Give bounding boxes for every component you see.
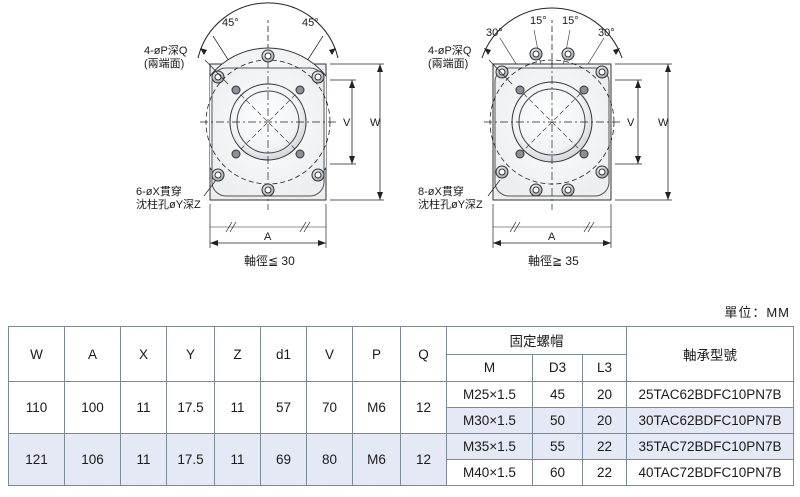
header-q: Q bbox=[400, 326, 447, 382]
spec-table: W A X Y Z d1 V P Q 固定螺帽 軸承型號 M D3 L3 110… bbox=[8, 326, 794, 486]
cell-z: 11 bbox=[214, 433, 261, 486]
cell-l3: 22 bbox=[582, 433, 627, 460]
cell-d3: 45 bbox=[532, 381, 583, 408]
dim-v-right: V bbox=[627, 117, 635, 129]
cell-w: 121 bbox=[8, 433, 65, 486]
cell-x: 11 bbox=[120, 433, 167, 486]
angle-right-3: 15° bbox=[562, 15, 579, 27]
dim-a-right: A bbox=[548, 231, 556, 243]
header-a: A bbox=[64, 326, 121, 382]
drawing-left bbox=[197, 2, 384, 248]
thru-label-left-2: 沈柱孔øY深Z bbox=[136, 197, 201, 211]
dim-w-right: W bbox=[658, 117, 669, 129]
header-w: W bbox=[8, 326, 65, 382]
cell-d1: 57 bbox=[260, 381, 307, 434]
header-y: Y bbox=[166, 326, 215, 382]
flange-drawings: 45° 45° 4-øP深Q (兩端面) 6-øX貫穿 沈柱孔øY深Z V W … bbox=[136, 2, 672, 268]
angle-right-2: 15° bbox=[530, 15, 547, 27]
header-d3: D3 bbox=[532, 353, 583, 382]
cell-bearing: 40TAC72BDFC10PN7B bbox=[626, 459, 794, 486]
cell-y: 17.5 bbox=[166, 381, 215, 434]
table-row: 121 106 11 17.5 11 69 80 M6 12 M35×1.5 5… bbox=[8, 433, 794, 486]
cell-v: 70 bbox=[306, 381, 353, 434]
header-lock-nut: 固定螺帽 bbox=[446, 326, 627, 355]
cell-bearing: 35TAC72BDFC10PN7B bbox=[626, 433, 794, 460]
unit-label: 單位：MM bbox=[724, 305, 790, 320]
angle-right-4: 30° bbox=[598, 27, 615, 39]
header-x: X bbox=[120, 326, 167, 382]
table-row: M30×1.5 50 20 30TAC62BDFC10PN7B bbox=[9, 407, 794, 434]
cell-v: 80 bbox=[306, 433, 353, 486]
cell-d3: 50 bbox=[532, 407, 583, 434]
cell-d3: 60 bbox=[532, 459, 583, 486]
cell-bearing: 30TAC62BDFC10PN7B bbox=[626, 407, 794, 434]
cell-d1: 69 bbox=[260, 433, 307, 486]
header-p: P bbox=[352, 326, 401, 382]
cell-m: M40×1.5 bbox=[446, 459, 533, 486]
header-z: Z bbox=[214, 326, 261, 382]
cell-x: 11 bbox=[120, 381, 167, 434]
cell-q: 12 bbox=[400, 381, 447, 434]
cell-z: 11 bbox=[214, 381, 261, 434]
caption-left: 軸徑≦ 30 bbox=[244, 254, 295, 268]
thru-label-right-2: 沈柱孔øY深Z bbox=[418, 197, 483, 211]
cell-l3: 22 bbox=[582, 459, 627, 486]
drawing-right bbox=[481, 7, 672, 248]
cell-q: 12 bbox=[400, 433, 447, 486]
cell-p: M6 bbox=[352, 381, 401, 434]
cell-m: M25×1.5 bbox=[446, 381, 533, 408]
dim-v-left: V bbox=[343, 117, 351, 129]
labels-right: 30° 15° 15° 30° 4-øP深Q (兩端面) 8-øX貫穿 沈柱孔ø… bbox=[418, 15, 669, 268]
table-row: M40×1.5 60 22 40TAC72BDFC10PN7B bbox=[9, 459, 794, 486]
angle-left-1: 45° bbox=[222, 17, 239, 29]
angle-right-1: 30° bbox=[486, 27, 503, 39]
angle-left-2: 45° bbox=[302, 17, 319, 29]
hole-label-right-2: (兩端面) bbox=[428, 57, 468, 70]
cell-m: M35×1.5 bbox=[446, 433, 533, 460]
thru-label-right-1: 8-øX貫穿 bbox=[418, 184, 464, 198]
cell-w: 110 bbox=[8, 381, 65, 434]
hole-label-left-2: (兩端面) bbox=[144, 57, 184, 70]
dim-a-left: A bbox=[264, 231, 272, 243]
caption-right: 軸徑≧ 35 bbox=[528, 254, 579, 268]
cell-d3: 55 bbox=[532, 433, 583, 460]
cell-m: M30×1.5 bbox=[446, 407, 533, 434]
labels-left: 45° 45° 4-øP深Q (兩端面) 6-øX貫穿 沈柱孔øY深Z V W … bbox=[136, 17, 381, 268]
cell-a: 106 bbox=[64, 433, 121, 486]
cell-l3: 20 bbox=[582, 381, 627, 408]
header-l3: L3 bbox=[582, 353, 627, 382]
thru-label-left-1: 6-øX貫穿 bbox=[136, 184, 182, 198]
header-m: M bbox=[446, 353, 533, 382]
header-d1: d1 bbox=[260, 326, 307, 382]
cell-p: M6 bbox=[352, 433, 401, 486]
hole-label-right-1: 4-øP深Q bbox=[428, 44, 472, 57]
dim-w-left: W bbox=[370, 117, 381, 129]
header-v: V bbox=[306, 326, 353, 382]
table-row: 110 100 11 17.5 11 57 70 M6 12 M25×1.5 4… bbox=[8, 381, 794, 434]
cell-a: 100 bbox=[64, 381, 121, 434]
hole-label-left-1: 4-øP深Q bbox=[144, 44, 188, 57]
header-bearing-model: 軸承型號 bbox=[626, 326, 794, 382]
cell-y: 17.5 bbox=[166, 433, 215, 486]
cell-l3: 20 bbox=[582, 407, 627, 434]
cell-bearing: 25TAC62BDFC10PN7B bbox=[626, 381, 794, 408]
